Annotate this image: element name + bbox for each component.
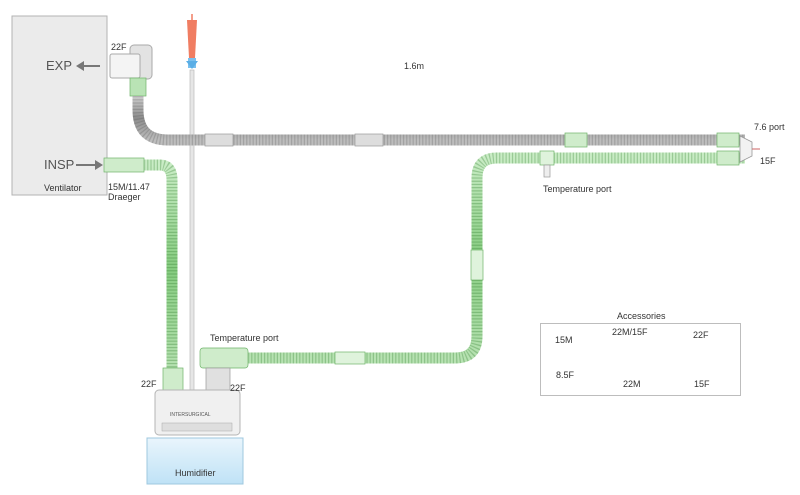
tube-length-label: 1.6m bbox=[404, 61, 425, 71]
exp-connector-label: 22F bbox=[111, 42, 127, 52]
insp-arrow-icon bbox=[76, 160, 103, 170]
sampling-line bbox=[186, 58, 198, 391]
port-15f-label: 15F bbox=[760, 156, 776, 166]
inspiratory-limb-to-humidifier bbox=[103, 157, 184, 391]
humidifier-brand: INTERSURGICAL bbox=[170, 412, 211, 418]
exp-label: EXP bbox=[46, 58, 73, 73]
humidifier-right-connector-label: 22F bbox=[230, 383, 246, 393]
y-piece bbox=[739, 135, 760, 163]
temperature-port-label-top: Temperature port bbox=[543, 184, 612, 194]
insp-connector-label: 15M/11.47 bbox=[108, 182, 150, 192]
inspiratory-limb-to-patient bbox=[199, 150, 745, 391]
draeger-label: Draeger bbox=[108, 192, 141, 202]
accessories-title: Accessories bbox=[617, 311, 666, 321]
port-76-label: 7.6 port bbox=[754, 122, 785, 132]
accessory-2-top: 22M/15F bbox=[612, 327, 648, 337]
accessories-box bbox=[540, 323, 741, 396]
accessory-1-bottom: 8.5F bbox=[556, 370, 575, 380]
insp-label: INSP bbox=[44, 157, 75, 172]
temperature-port-label-bottom: Temperature port bbox=[210, 333, 279, 343]
accessory-1-top: 15M bbox=[555, 335, 573, 345]
humidifier bbox=[146, 389, 244, 485]
accessory-2-bottom: 22M bbox=[623, 379, 641, 389]
accessory-3-bottom: 15F bbox=[694, 379, 710, 389]
expiratory-limb bbox=[109, 44, 745, 148]
humidifier-label: Humidifier bbox=[175, 468, 216, 478]
red-needle-icon bbox=[187, 14, 197, 58]
accessory-3-top: 22F bbox=[693, 330, 709, 340]
humidifier-left-connector-label: 22F bbox=[141, 379, 157, 389]
exp-arrow-icon bbox=[76, 61, 100, 71]
ventilator-label: Ventilator bbox=[44, 183, 82, 193]
